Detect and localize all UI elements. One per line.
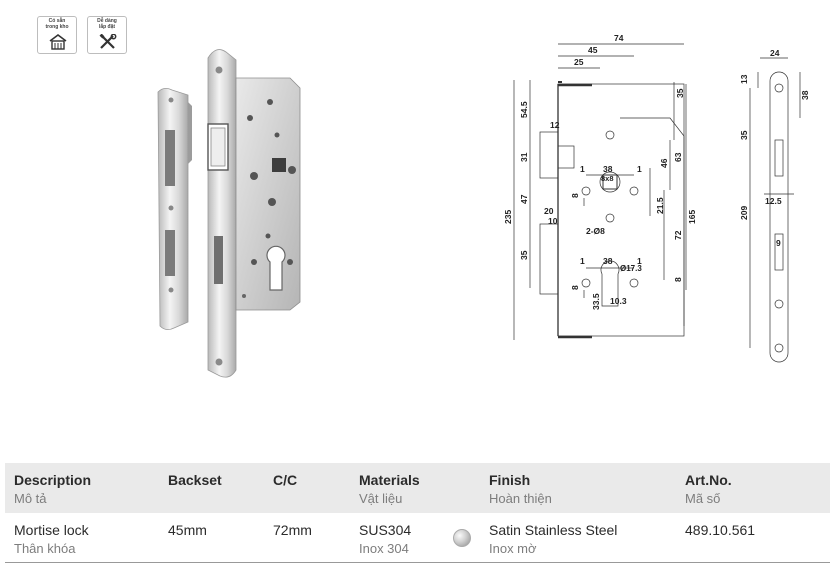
dim-209: 209 [739,206,749,220]
dim-38-side: 38 [800,90,810,100]
dim-1-d: 1 [637,256,642,266]
dim-35-top: 35 [675,88,685,98]
dim-9: 9 [776,238,781,248]
dim-10: 10 [548,216,558,226]
feature-badges: Có sẵn trong kho Dễ dàng lắp đặt [37,16,127,54]
dim-8-a: 8 [570,193,580,198]
dim-165: 165 [687,210,697,224]
dim-35-bot: 35 [739,130,749,140]
dim-12-5: 12.5 [765,196,782,206]
dim-12: 12 [550,120,560,130]
dim-21-5: 21.5 [655,197,665,214]
dim-13: 13 [739,74,749,84]
dim-38-bot: 38 [603,256,613,266]
dim-38-top: 38 [603,164,613,174]
dim-54-5: 54.5 [519,101,529,118]
dim-2-holes: 2-Ø8 [586,226,605,236]
header-art-no: Art.No. Mã số [685,472,732,506]
header-finish: Finish Hoàn thiện [489,472,552,506]
dim-46: 46 [659,158,669,168]
strike-plate [157,88,192,330]
warehouse-icon [49,34,67,50]
dim-1-a: 1 [580,164,585,174]
dim-63: 63 [673,152,683,162]
dim-24: 24 [770,48,780,58]
spec-table: Description Mô tả Backset C/C Materials … [5,463,830,563]
dim-1-b: 1 [637,164,642,174]
cell-materials: SUS304 Inox 304 [359,522,412,556]
dim-1-c: 1 [580,256,585,266]
dim-74: 74 [614,33,624,43]
in-stock-caption: Có sẵn trong kho [45,18,69,30]
technical-drawing: 74 45 25 24 13 38 54.5 12 31 47 235 35 2… [503,33,810,363]
dim-dia-17-3: Ø17.3 [620,264,642,273]
dim-8-b: 8 [570,285,580,290]
dim-35-mid: 35 [519,250,529,260]
header-materials: Materials Vật liệu [359,472,420,506]
dim-20: 20 [544,206,554,216]
cell-finish: Satin Stainless Steel Inox mờ [489,522,618,556]
dim-8-c: 8 [673,277,683,282]
easy-install-badge: Dễ dàng lắp đặt [87,16,127,54]
cell-backset: 45mm [168,522,207,538]
finish-swatch [453,529,471,547]
spec-table-header: Description Mô tả Backset C/C Materials … [5,463,830,513]
cell-cc: 72mm [273,522,312,538]
header-backset: Backset [168,472,222,488]
dim-235: 235 [503,210,513,224]
dim-10-3: 10.3 [610,296,627,306]
header-cc: C/C [273,472,298,488]
in-stock-badge: Có sẵn trong kho [37,16,77,54]
cell-description: Mortise lock Thân khóa [14,522,89,556]
dim-72: 72 [673,230,683,240]
header-description: Description Mô tả [14,472,92,506]
lock-body [235,77,301,311]
dim-33-5: 33.5 [591,293,601,310]
dim-47: 47 [519,194,529,204]
product-photo [157,49,301,378]
tools-icon [99,34,117,49]
easy-install-caption: Dễ dàng lắp đặt [97,18,117,30]
dim-25: 25 [574,57,584,67]
cell-art-no: 489.10.561 [685,522,756,538]
table-row: Mortise lock Thân khóa 45mm 72mm SUS304 … [5,513,830,563]
face-plate [207,49,237,378]
dim-45: 45 [588,45,598,55]
dim-31: 31 [519,152,529,162]
dim-8x8: 8x8 [601,174,614,183]
